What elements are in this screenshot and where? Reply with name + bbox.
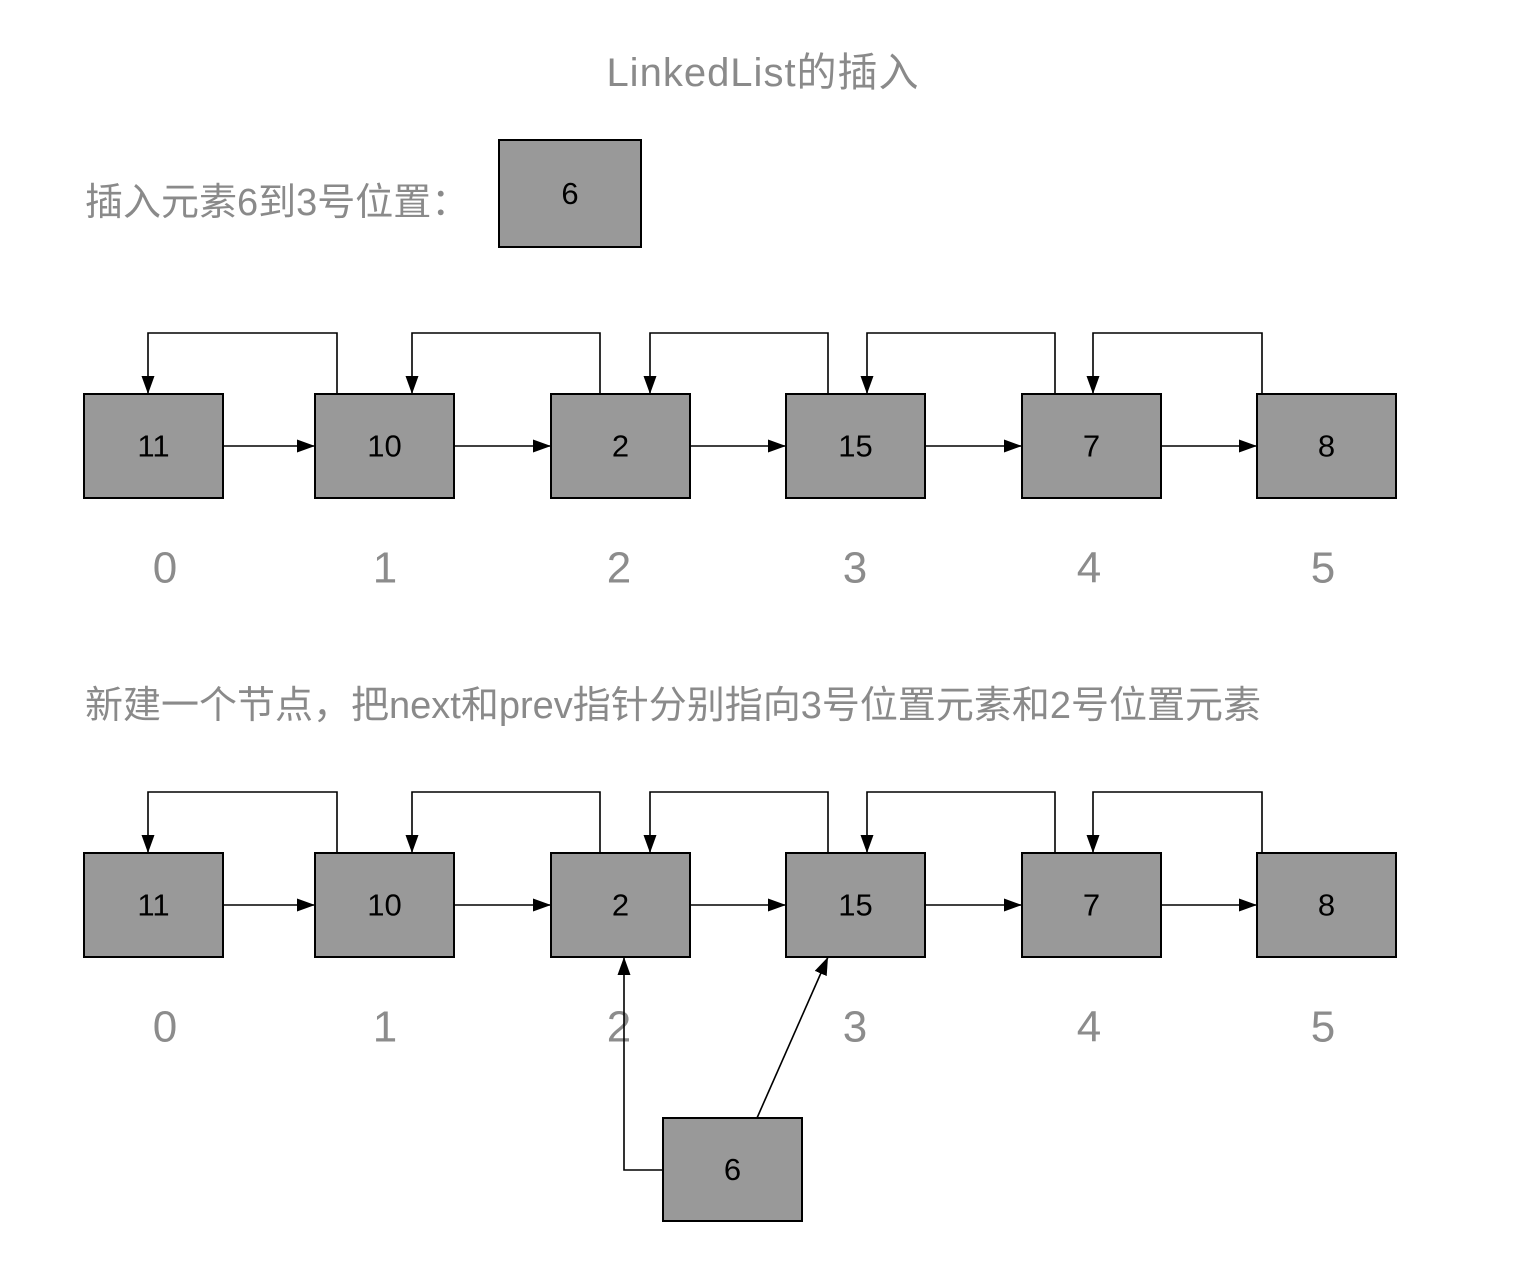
list1-node-value-1: 10	[367, 429, 401, 464]
list1-index-label-5: 5	[1311, 544, 1335, 593]
list2-prev-arrow-2	[405, 791, 601, 853]
list2-node-value-3: 15	[838, 888, 872, 923]
list1-prev-arrow-4	[860, 332, 1056, 394]
list1-prev-arrow-2	[405, 332, 601, 394]
new-node-value: 6	[724, 1152, 741, 1187]
list1-index-label-3: 3	[843, 544, 867, 593]
caption-insert: 插入元素6到3号位置：	[85, 182, 470, 224]
list1-prev-arrow-5	[1086, 332, 1263, 394]
list2-prev-arrow-4	[860, 791, 1056, 853]
list1-index-label-4: 4	[1077, 544, 1101, 593]
list1-index-label-1: 1	[373, 544, 397, 593]
list1-node-3	[785, 393, 926, 499]
page-title: LinkedList的插入	[606, 51, 920, 95]
caption-step: 新建一个节点，把next和prev指针分别指向3号位置元素和2号位置元素	[85, 685, 1262, 727]
list2-index-label-2: 2	[607, 1003, 631, 1052]
list1-node-5	[1256, 393, 1397, 499]
list2-node-value-4: 7	[1083, 888, 1100, 923]
list2-node-value-5: 8	[1318, 888, 1335, 923]
list2-node-value-2: 2	[612, 888, 629, 923]
list1-node-0	[83, 393, 224, 499]
list1-node-value-3: 15	[838, 429, 872, 464]
list2-prev-arrow-3	[643, 791, 829, 853]
list1-node-2	[550, 393, 691, 499]
list1-node-value-2: 2	[612, 429, 629, 464]
list1-node-value-4: 7	[1083, 429, 1100, 464]
list2-index-label-3: 3	[843, 1003, 867, 1052]
list1-index-label-2: 2	[607, 544, 631, 593]
list1-node-4	[1021, 393, 1162, 499]
list2-prev-arrow-1	[141, 791, 338, 853]
list2-index-label-5: 5	[1311, 1003, 1335, 1052]
list1-index-label-0: 0	[153, 544, 177, 593]
new-node-next-arrow	[756, 956, 829, 1119]
insert-node	[498, 139, 642, 248]
list2-index-label-4: 4	[1077, 1003, 1101, 1052]
list2-node-3	[785, 852, 926, 958]
list1-node-value-0: 11	[137, 429, 169, 464]
list2-node-1	[314, 852, 455, 958]
new-node	[662, 1117, 803, 1222]
insert-node-value: 6	[561, 176, 578, 211]
list1-node-1	[314, 393, 455, 499]
list2-index-label-0: 0	[153, 1003, 177, 1052]
list1-prev-arrow-3	[643, 332, 829, 394]
list2-node-5	[1256, 852, 1397, 958]
list1-node-value-5: 8	[1318, 429, 1335, 464]
list2-node-0	[83, 852, 224, 958]
list1-prev-arrow-1	[141, 332, 338, 394]
list2-node-4	[1021, 852, 1162, 958]
list2-node-value-1: 10	[367, 888, 401, 923]
list2-node-2	[550, 852, 691, 958]
list2-index-label-1: 1	[373, 1003, 397, 1052]
list2-prev-arrow-5	[1086, 791, 1263, 853]
list2-node-value-0: 11	[137, 888, 169, 923]
new-node-prev-arrow	[617, 957, 663, 1171]
